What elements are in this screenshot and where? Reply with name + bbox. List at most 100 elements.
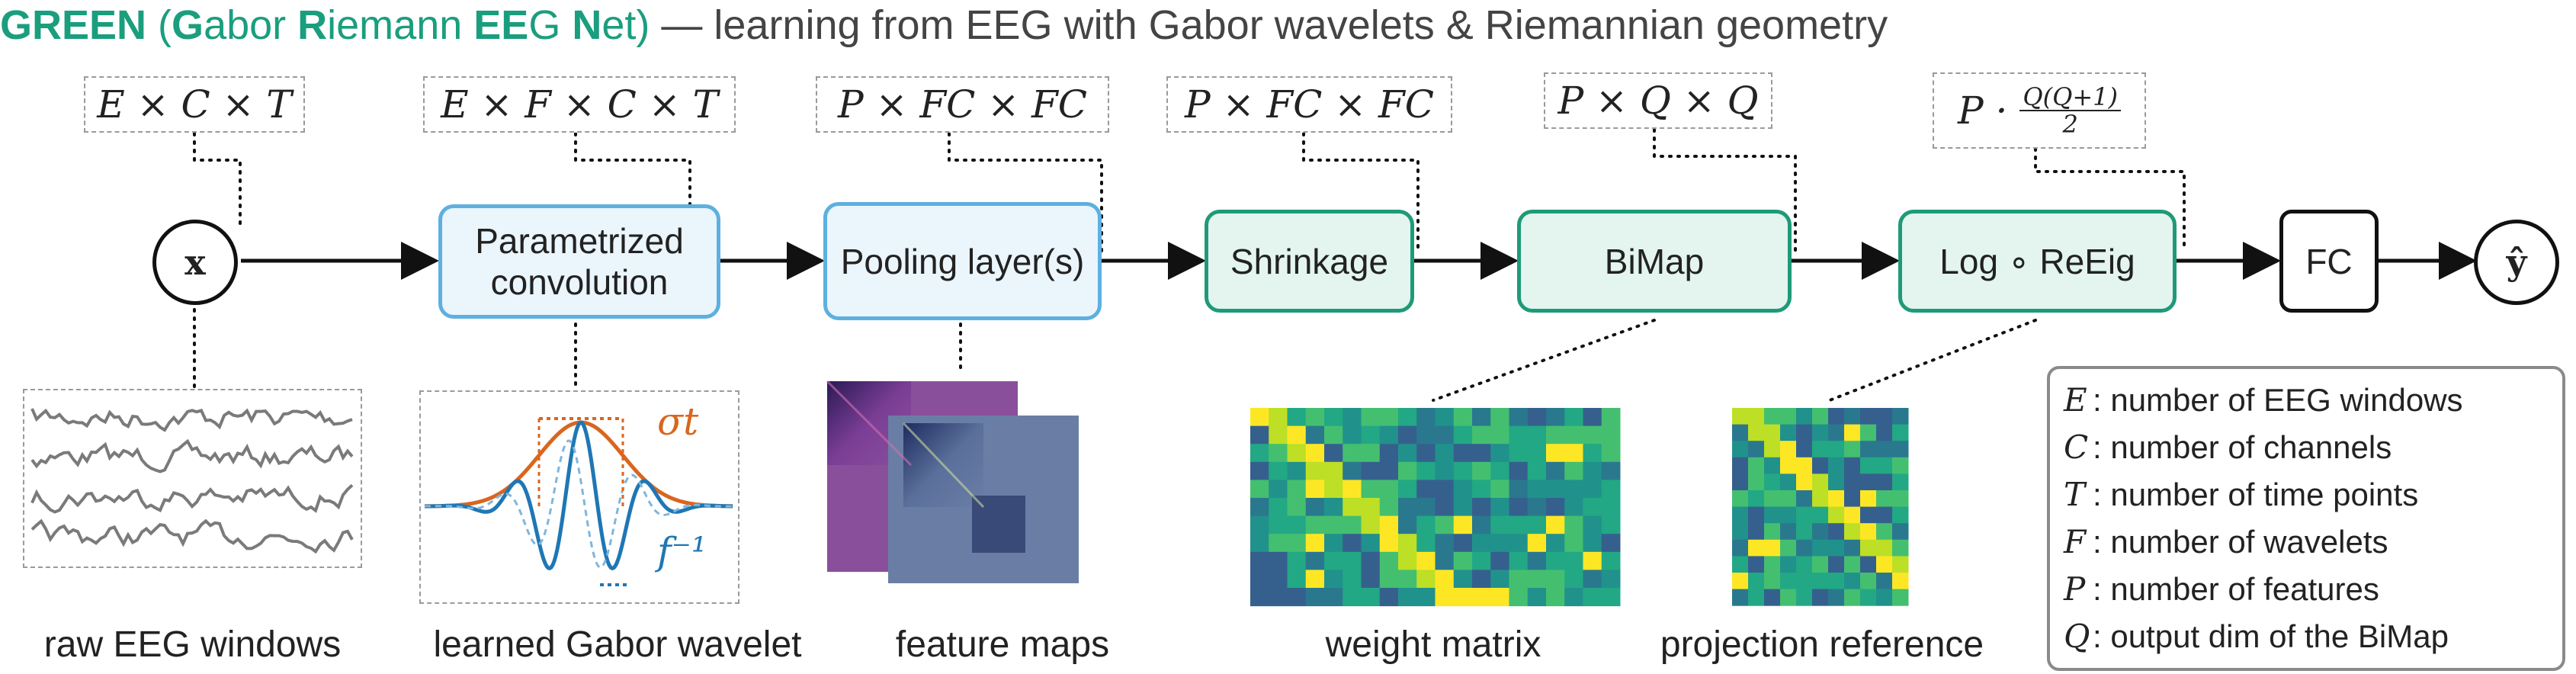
heatmap-cell [1250,588,1269,607]
heatmap-cell [1748,424,1765,441]
heatmap-cell [1305,534,1325,553]
heatmap-cell [1269,498,1288,517]
heatmap-cell [1343,408,1362,427]
heatmap-cell [1527,480,1547,499]
heatmap-cell [1453,588,1473,607]
heatmap-cell [1601,534,1621,553]
heatmap-cell [1435,534,1455,553]
heatmap-cell [1764,589,1781,606]
heatmap-cell [1527,444,1547,463]
heatmap-cell [1860,506,1877,524]
heatmap-cell [1361,570,1381,589]
heatmap-cell [1780,523,1797,541]
heatmap-cell [1490,498,1509,517]
heatmap-cell [1564,588,1583,607]
heatmap-cell [1892,457,1909,474]
heatmap-cell [1780,556,1797,573]
heatmap-cell [1812,523,1829,541]
heatmap-cell [1601,461,1621,480]
heatmap-cell [1583,534,1602,553]
heatmap-cell [1361,461,1381,480]
heatmap-cell [1361,534,1381,553]
heatmap-cell [1305,588,1325,607]
heatmap-cell [1876,573,1893,590]
heatmap-cell [1509,588,1529,607]
heatmap-cell [1472,461,1491,480]
heatmap-cell [1305,461,1325,480]
heatmap-cell [1732,589,1749,606]
heatmap-cell [1748,408,1765,425]
heatmap-cell [1601,480,1621,499]
heatmap-cell [1453,570,1473,589]
conv-block: Parametrized convolution [438,204,720,319]
heatmap-cell [1416,588,1436,607]
caption-weight-matrix: weight matrix [1325,624,1541,665]
heatmap-cell [1828,441,1845,458]
gabor-plot [424,417,733,586]
heatmap-cell [1844,506,1861,524]
heatmap-cell [1472,570,1491,589]
heatmap-cell [1860,473,1877,491]
dots-dim-shrink [1302,132,1420,253]
heatmap-cell [1796,589,1813,606]
heatmap-cell [1490,461,1509,480]
heatmap-cell [1490,551,1509,570]
heatmap-cell [1490,570,1509,589]
heatmap-cell [1343,444,1362,463]
heatmap-cell [1546,588,1565,607]
heatmap-cell [1892,573,1909,590]
heatmap-cell [1453,534,1473,553]
dots-log-proj [1828,319,2037,402]
heatmap-cell [1564,408,1583,427]
heatmap-cell [1379,515,1399,534]
heatmap-cell [1780,424,1797,441]
heatmap-cell [1796,408,1813,425]
heatmap-cell [1490,588,1509,607]
heatmap-cell [1828,523,1845,541]
heatmap-cell [1250,551,1269,570]
heatmap-cell [1343,570,1362,589]
heatmap-cell [1892,556,1909,573]
legend-text: : number of EEG windows [2093,382,2463,418]
heatmap-cell [1324,408,1343,427]
heatmap-cell [1269,515,1288,534]
heatmap-cell [1324,551,1343,570]
feature-maps [826,380,1079,583]
heatmap-cell [1732,408,1749,425]
heatmap-cell [1509,425,1529,445]
heatmap-cell [1546,498,1565,517]
input-node: x [152,220,238,305]
heatmap-cell [1583,461,1602,480]
dots-dim-pool [948,132,1103,257]
heatmap-cell [1287,498,1307,517]
heatmap-cell [1287,461,1307,480]
heatmap-cell [1748,589,1765,606]
heatmap-cell [1379,408,1399,427]
heatmap-cell [1546,570,1565,589]
heatmap-cell [1564,444,1583,463]
heatmap-cell [1324,461,1343,480]
heatmap-cell [1764,556,1781,573]
heatmap-cell [1748,457,1765,474]
heatmap-cell [1509,498,1529,517]
heatmap-cell [1269,534,1288,553]
legend-row: E: number of EEG windows [2064,377,2549,424]
heatmap-cell [1453,408,1473,427]
heatmap-cell [1828,506,1845,524]
heatmap-cell [1343,498,1362,517]
heatmap-cell [1490,444,1509,463]
heatmap-cell [1343,551,1362,570]
heatmap-cell [1287,515,1307,534]
heatmap-cell [1796,539,1813,557]
heatmap-cell [1764,473,1781,491]
heatmap-cell [1509,515,1529,534]
caption-raw-eeg: raw EEG windows [43,624,342,665]
heatmap-cell [1361,425,1381,445]
caption-projection: projection reference [1660,624,1984,665]
weight-matrix-heatmap [1250,408,1621,607]
heatmap-cell [1379,444,1399,463]
heatmap-cell [1546,408,1565,427]
heatmap-cell [1435,588,1455,607]
heatmap-cell [1764,523,1781,541]
